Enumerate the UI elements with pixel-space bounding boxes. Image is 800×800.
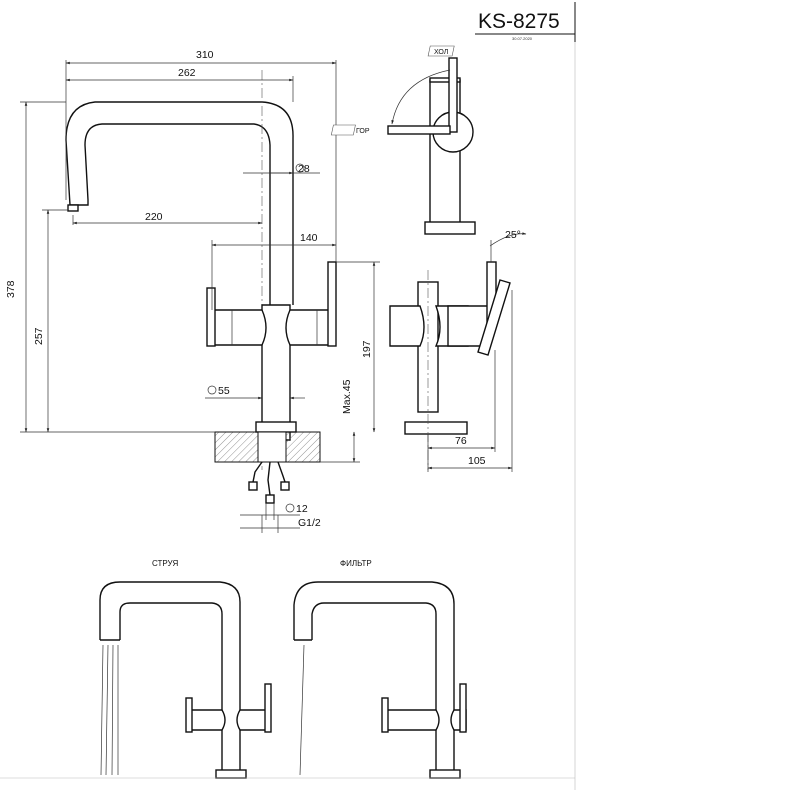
- handle-lever-hot: [387, 125, 451, 135]
- mode-stream-view: СТРУЯ: [99, 559, 272, 779]
- water-stream: [100, 644, 119, 776]
- left-lever: [206, 287, 216, 347]
- dim-76: 76: [455, 435, 467, 447]
- label-hot: ГОР: [356, 128, 370, 135]
- dim-g12: G1/2: [298, 517, 321, 529]
- dim-max45: Max.45: [341, 379, 353, 414]
- rotation-arrow: [391, 69, 451, 125]
- dim-55: 55: [218, 385, 230, 397]
- dim-12: 12: [296, 503, 308, 515]
- dim-378: 378: [5, 280, 17, 298]
- spout-outline: [65, 101, 294, 305]
- model-number: KS-8275: [478, 10, 560, 33]
- filter-stream: [299, 644, 305, 776]
- dim-140: 140: [300, 232, 318, 244]
- front-view: [65, 70, 337, 504]
- label-cold: ХОЛ: [434, 49, 449, 56]
- dim-257: 257: [33, 327, 45, 345]
- side-view: 25° 76 105: [389, 229, 527, 472]
- side-lever-tilted: [477, 279, 511, 356]
- dim-262: 262: [178, 67, 196, 79]
- left-handle-block: [211, 309, 267, 346]
- handle-lever-cold: [448, 57, 458, 133]
- dim-220: 220: [145, 211, 163, 223]
- title-block: KS-8275 30.07.2020: [475, 2, 576, 42]
- dim-105: 105: [468, 455, 486, 467]
- right-handle-block: [285, 309, 331, 346]
- caption-filter: ФИЛЬТР: [340, 559, 372, 568]
- side-view-top: ХОЛ ГОР: [330, 45, 476, 235]
- spout-inner-outline: [84, 123, 271, 305]
- drawing-date: 30.07.2020: [512, 36, 533, 41]
- front-dimensions: 310 262 28 220 140 378 257 197: [5, 49, 380, 533]
- dim-310: 310: [196, 49, 214, 61]
- mode-filter-view: ФИЛЬТР: [293, 559, 467, 779]
- caption-stream: СТРУЯ: [152, 559, 178, 568]
- right-lever: [327, 261, 337, 347]
- dim-197: 197: [361, 340, 373, 358]
- dim-angle-25: 25°: [505, 229, 521, 241]
